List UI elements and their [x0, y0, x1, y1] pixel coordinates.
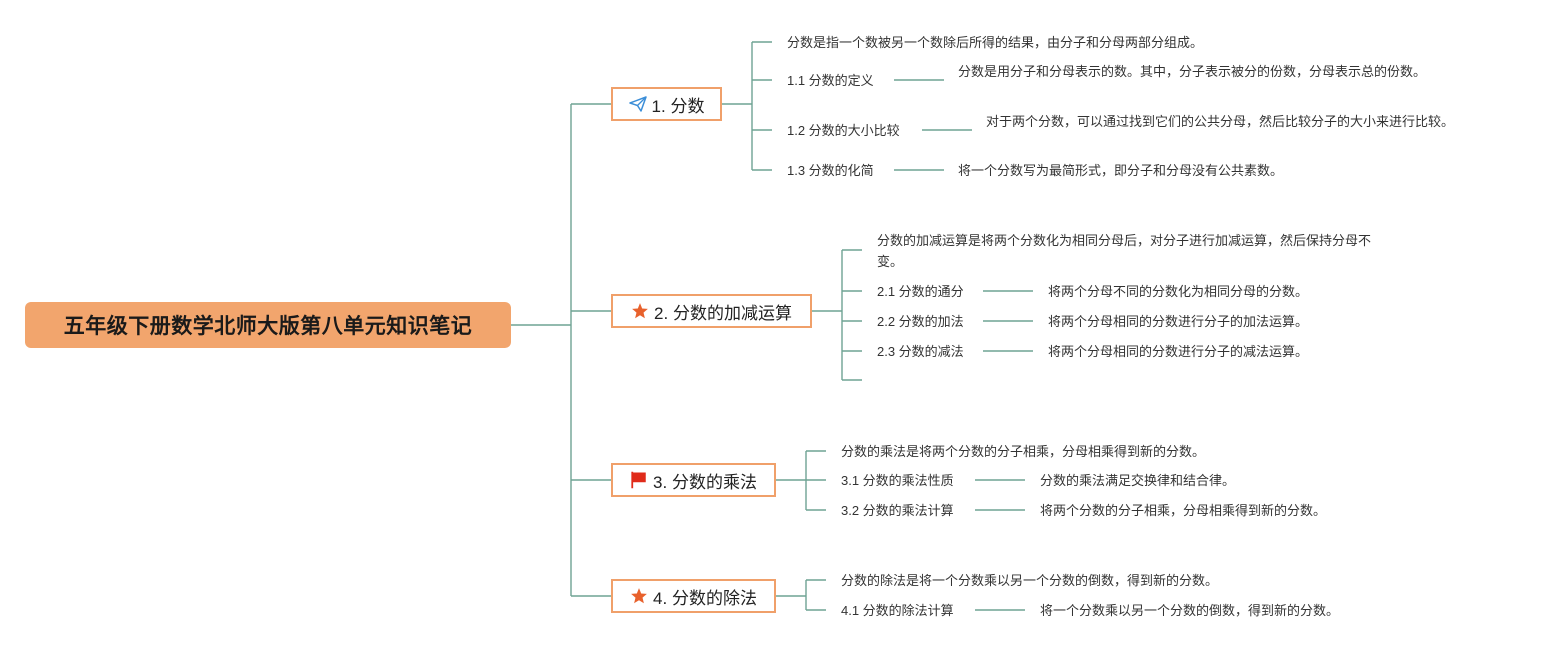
subtopic-title: 3.2 分数的乘法计算: [841, 503, 954, 518]
subtopic-desc: 分数是用分子和分母表示的数。其中，分子表示被分的份数，分母表示总的份数。: [958, 64, 1427, 79]
subtopic-title: 4.1 分数的除法计算: [841, 603, 954, 618]
star-icon: [632, 303, 648, 319]
paper-plane-icon: [628, 96, 647, 112]
subtopic-desc: 将两个分母不同的分数化为相同分母的分数。: [1048, 284, 1309, 299]
flag-icon: [631, 471, 646, 489]
subtopic-title: 2.3 分数的减法: [877, 344, 964, 359]
subtopic-desc: 将两个分数的分子相乘，分母相乘得到新的分数。: [1040, 503, 1327, 518]
subtopic-title: 2.2 分数的加法: [877, 314, 964, 329]
branch-intro: 分数的除法是将一个分数乘以另一个分数的倒数，得到新的分数。: [841, 573, 1219, 588]
root-title: 五年级下册数学北师大版第八单元知识笔记: [63, 315, 473, 338]
branch-addition-subtraction[interactable]: 2. 分数的加减运算: [611, 294, 812, 328]
subtopic-title: 1.2 分数的大小比较: [787, 123, 900, 138]
root-connectors: [511, 103, 611, 597]
subtopic-desc: 将一个分数乘以另一个分数的倒数，得到新的分数。: [1040, 603, 1340, 618]
branch-division[interactable]: 4. 分数的除法: [611, 579, 776, 613]
branch4-connectors: [776, 579, 1025, 611]
subtopic-desc: 将一个分数写为最简形式，即分子和分母没有公共素数。: [958, 163, 1284, 178]
branch-label: 4. 分数的除法: [653, 588, 757, 608]
subtopic-title: 1.3 分数的化简: [787, 163, 874, 178]
branch1-connectors: [722, 41, 972, 171]
root-topic[interactable]: 五年级下册数学北师大版第八单元知识笔记: [25, 302, 511, 348]
subtopic-desc: 将两个分母相同的分数进行分子的加法运算。: [1048, 314, 1309, 329]
branch-intro: 分数的乘法是将两个分数的分子相乘，分母相乘得到新的分数。: [841, 444, 1206, 459]
branch-fractions[interactable]: 1. 分数: [611, 87, 722, 121]
subtopic-desc: 对于两个分数，可以通过找到它们的公共分母，然后比较分子的大小来进行比较。: [986, 114, 1455, 129]
branch-intro: 分数是指一个数被另一个数除后所得的结果，由分子和分母两部分组成。: [787, 35, 1204, 50]
subtopic-title: 1.1 分数的定义: [787, 73, 874, 88]
branch3-connectors: [776, 450, 1025, 511]
subtopic-desc: 分数的乘法满足交换律和结合律。: [1040, 473, 1236, 488]
branch2-connectors: [812, 249, 1033, 381]
subtopic-title: 2.1 分数的通分: [877, 284, 964, 299]
branch-intro: 分数的加减运算是将两个分数化为相同分母后，对分子进行加减运算，然后保持分母不变。: [877, 233, 1372, 269]
branch-label: 1. 分数: [651, 96, 705, 116]
subtopic-title: 3.1 分数的乘法性质: [841, 473, 954, 488]
branch-multiplication[interactable]: 3. 分数的乘法: [611, 463, 776, 497]
branch-label: 2. 分数的加减运算: [654, 303, 792, 323]
subtopic-desc: 将两个分母相同的分数进行分子的减法运算。: [1048, 344, 1309, 359]
branch-label: 3. 分数的乘法: [653, 472, 757, 492]
star-icon: [631, 588, 647, 604]
